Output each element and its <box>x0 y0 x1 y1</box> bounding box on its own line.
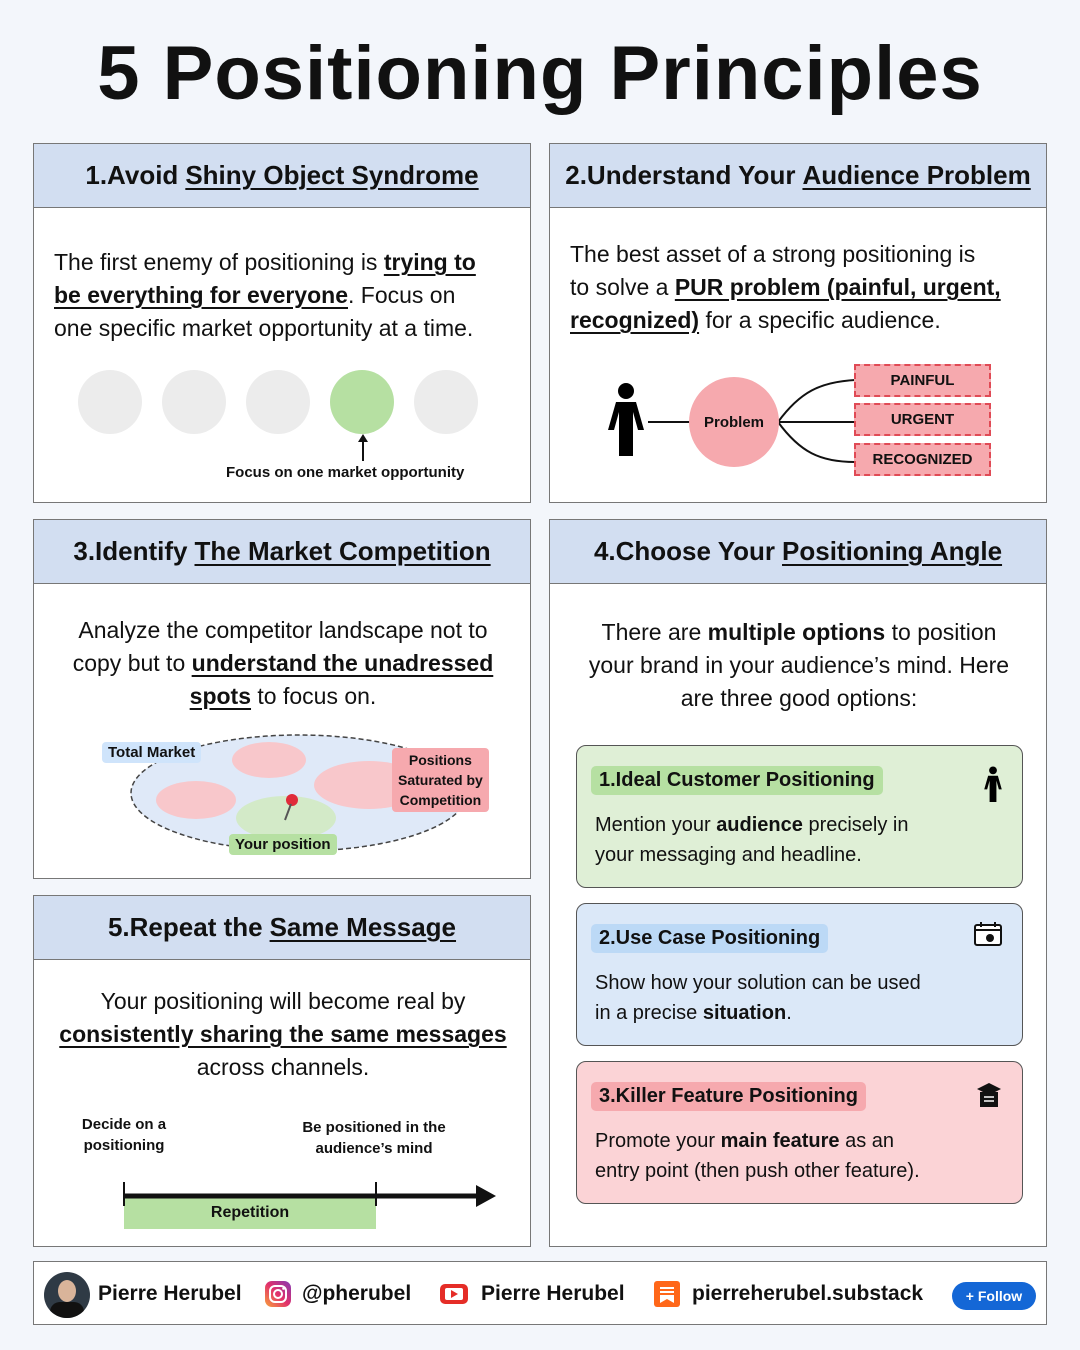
option-ideal-customer: 1.Ideal Customer Positioning Mention you… <box>576 745 1023 888</box>
problem-node: Problem <box>689 377 779 467</box>
card-header: 3.Identify The Market Competition <box>34 520 530 584</box>
urgent-box: URGENT <box>854 403 991 436</box>
focus-caption: Focus on one market opportunity <box>226 464 465 481</box>
card-avoid-shiny-object: 1.Avoid Shiny Object Syndrome The first … <box>33 143 531 503</box>
market-map <box>130 734 468 852</box>
recognized-box: RECOGNIZED <box>854 443 991 476</box>
youtube-icon <box>440 1284 468 1304</box>
instagram-icon <box>265 1281 291 1307</box>
total-market-tag: Total Market <box>102 742 202 763</box>
repetition-bar: Repetition <box>124 1197 376 1229</box>
card-text: Your positioning will become real by con… <box>59 988 507 1080</box>
card-market-competition: 3.Identify The Market Competition Analyz… <box>33 519 531 879</box>
youtube-link[interactable]: Pierre Herubel <box>439 1262 625 1326</box>
card-text: The first enemy of positioning is trying… <box>54 249 476 341</box>
page-title: 5 Positioning Principles <box>97 31 983 116</box>
problem-connectors <box>648 379 856 463</box>
follow-button[interactable]: + Follow <box>952 1282 1036 1310</box>
option-use-case: 2.Use Case Positioning Show how your sol… <box>576 903 1023 1046</box>
up-arrow-icon <box>358 434 368 461</box>
card-audience-problem: 2.Understand Your Audience Problem The b… <box>549 143 1047 503</box>
focused-market-circle <box>330 370 394 434</box>
market-circle <box>162 370 226 434</box>
card-header: 4.Choose Your Positioning Angle <box>550 520 1046 584</box>
card-header: 1.Avoid Shiny Object Syndrome <box>34 144 530 208</box>
footer-name: Pierre Herubel <box>98 1282 242 1305</box>
card-text: The best asset of a strong positioning i… <box>570 241 1001 333</box>
feature-box-icon <box>977 1083 1001 1107</box>
person-icon <box>608 383 644 456</box>
decide-label: Decide on a positioning <box>81 1116 167 1154</box>
avatar <box>44 1272 90 1318</box>
painful-box: PAINFUL <box>854 364 991 397</box>
your-position-tag: Your position <box>229 834 337 855</box>
market-circle <box>78 370 142 434</box>
timeline-arrow <box>123 1182 496 1207</box>
card-repeat-message: 5.Repeat the Same Message Your positioni… <box>33 895 531 1247</box>
option-killer-feature: 3.Killer Feature Positioning Promote you… <box>576 1061 1023 1204</box>
market-circle <box>414 370 478 434</box>
card-positioning-angle: 4.Choose Your Positioning Angle There ar… <box>549 519 1047 1247</box>
pin-icon <box>284 794 298 821</box>
person-icon <box>984 766 1002 803</box>
footer: Pierre Herubel @pherubel Pierre Herubel … <box>33 1261 1047 1325</box>
card-text: There are multiple options to position y… <box>588 619 1010 711</box>
be-positioned-label: Be positioned in the audience’s mind <box>302 1119 446 1157</box>
substack-icon <box>654 1281 680 1307</box>
substack-link[interactable]: pierreherubel.substack <box>654 1262 923 1326</box>
market-circle <box>246 370 310 434</box>
calendar-gear-icon <box>974 922 1002 946</box>
card-header: 2.Understand Your Audience Problem <box>550 144 1046 208</box>
saturated-tag: Positions Saturated by Competition <box>392 748 489 812</box>
instagram-link[interactable]: @pherubel <box>264 1262 411 1326</box>
card-header: 5.Repeat the Same Message <box>34 896 530 960</box>
card-text: Analyze the competitor landscape not to … <box>72 617 494 709</box>
